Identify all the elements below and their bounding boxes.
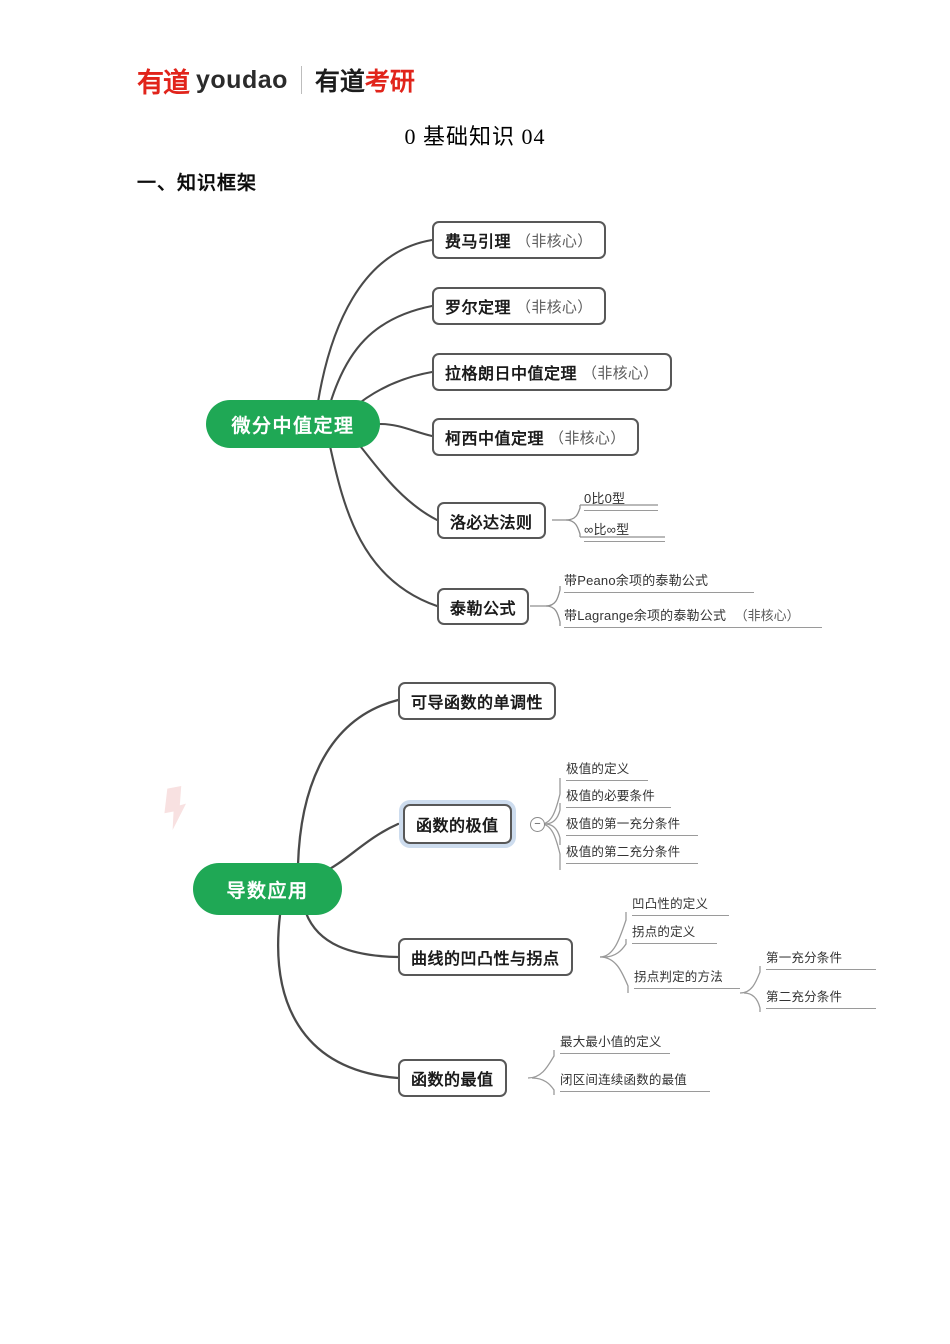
mindmap-leaf-taylor-peano[interactable]: 带Peano余项的泰勒公式 (564, 570, 754, 593)
mindmap-node-concavity-inflection[interactable]: 曲线的凹凸性与拐点 (398, 938, 573, 976)
leaf-note: （非核心） (734, 608, 800, 623)
mindmap-node-fermat[interactable]: 费马引理 （非核心） (432, 221, 606, 259)
node-label: 可导函数的单调性 (411, 695, 544, 712)
node-label: 函数的极值 (416, 818, 499, 835)
mindmap-node-lagrange-mvt[interactable]: 拉格朗日中值定理 （非核心） (432, 353, 672, 391)
leaf-label: 第二充分条件 (766, 990, 843, 1004)
mindmap-leaf-inf-over-inf[interactable]: ∞比∞型 (584, 519, 665, 542)
hub-label: 导数应用 (226, 880, 309, 902)
mindmap-node-extremum[interactable]: 函数的极值 (403, 804, 512, 844)
mindmap-leaf-extremum-definition[interactable]: 极值的定义 (566, 758, 648, 781)
mindmap-node-cauchy-mvt[interactable]: 柯西中值定理 （非核心） (432, 418, 639, 456)
mindmap-leaf-second-sufficient-condition[interactable]: 第二充分条件 (766, 986, 876, 1009)
leaf-label: 带Lagrange余项的泰勒公式 (564, 608, 727, 623)
logo-brand-en: youdao (196, 65, 288, 94)
node-label: 柯西中值定理 (445, 431, 545, 448)
node-label: 费马引理 (445, 234, 512, 251)
mindmap-leaf-inflection-method[interactable]: 拐点判定的方法 (634, 966, 740, 989)
mindmap-leaf-first-sufficient-condition[interactable]: 第一充分条件 (766, 947, 876, 970)
hub-label: 微分中值定理 (231, 415, 355, 437)
mindmap-leaf-closed-interval-extrema[interactable]: 闭区间连续函数的最值 (560, 1069, 710, 1092)
node-note: （非核心） (516, 298, 593, 316)
leaf-label: 闭区间连续函数的最值 (560, 1073, 688, 1087)
node-label: 罗尔定理 (445, 300, 512, 317)
node-label: 拉格朗日中值定理 (445, 366, 578, 383)
node-label: 洛必达法则 (450, 514, 533, 532)
mindmap-node-global-extrema[interactable]: 函数的最值 (398, 1059, 507, 1097)
leaf-label: 极值的第一充分条件 (566, 817, 681, 831)
node-note: （非核心） (516, 232, 593, 250)
mindmap-leaf-taylor-lagrange[interactable]: 带Lagrange余项的泰勒公式 （非核心） (564, 605, 822, 628)
collapse-toggle-icon[interactable]: − (530, 817, 545, 832)
leaf-label: 第一充分条件 (766, 951, 843, 965)
mindmap-leaf-concavity-definition[interactable]: 凹凸性的定义 (632, 893, 729, 916)
mindmap-leaf-zero-over-zero[interactable]: 0比0型 (584, 488, 658, 511)
leaf-label: 拐点判定的方法 (634, 970, 723, 984)
leaf-label: 带Peano余项的泰勒公式 (564, 573, 709, 588)
logo-divider (300, 66, 302, 94)
mindmap-node-lhopital[interactable]: 洛必达法则 (437, 502, 546, 539)
leaf-label: 最大最小值的定义 (560, 1035, 662, 1049)
minus-icon: − (534, 818, 541, 830)
leaf-label: 极值的第二充分条件 (566, 845, 681, 859)
mindmap-node-rolle[interactable]: 罗尔定理 （非核心） (432, 287, 606, 325)
leaf-label: 拐点的定义 (632, 925, 696, 939)
mindmap-hub-node[interactable]: 微分中值定理 (206, 400, 380, 448)
section-heading: 一、知识框架 (137, 173, 258, 194)
logo-suffix-youdao: 有道 (314, 67, 365, 96)
mindmap-node-monotonicity[interactable]: 可导函数的单调性 (398, 682, 557, 720)
mindmap-leaf-extremum-second-sufficient[interactable]: 极值的第二充分条件 (566, 841, 698, 864)
brand-logo: 有道 youdao 有道 考研 (137, 62, 415, 99)
leaf-label: ∞比∞型 (584, 522, 630, 537)
mindmap-leaf-extremum-first-sufficient[interactable]: 极值的第一充分条件 (566, 813, 698, 836)
mindmap-leaf-extremum-necessary[interactable]: 极值的必要条件 (566, 785, 671, 808)
logo-brand-cn: 有道 (137, 67, 190, 99)
mindmap-hub-node[interactable]: 导数应用 (193, 863, 342, 915)
leaf-label: 极值的必要条件 (566, 789, 655, 803)
node-label: 泰勒公式 (450, 600, 517, 618)
mindmap-node-taylor[interactable]: 泰勒公式 (437, 588, 530, 625)
node-note: （非核心） (549, 429, 626, 447)
node-label: 函数的最值 (411, 1072, 494, 1089)
page-title: 0 基础知识 04 (404, 124, 546, 149)
leaf-label: 极值的定义 (566, 762, 630, 776)
logo-suffix-kaoyan: 考研 (364, 67, 415, 96)
leaf-label: 0比0型 (584, 491, 626, 506)
node-note: （非核心） (582, 364, 659, 382)
mindmap-leaf-maxmin-definition[interactable]: 最大最小值的定义 (560, 1031, 670, 1054)
leaf-label: 凹凸性的定义 (632, 897, 709, 911)
node-label: 曲线的凹凸性与拐点 (411, 951, 560, 968)
mindmap-leaf-inflection-definition[interactable]: 拐点的定义 (632, 921, 717, 944)
